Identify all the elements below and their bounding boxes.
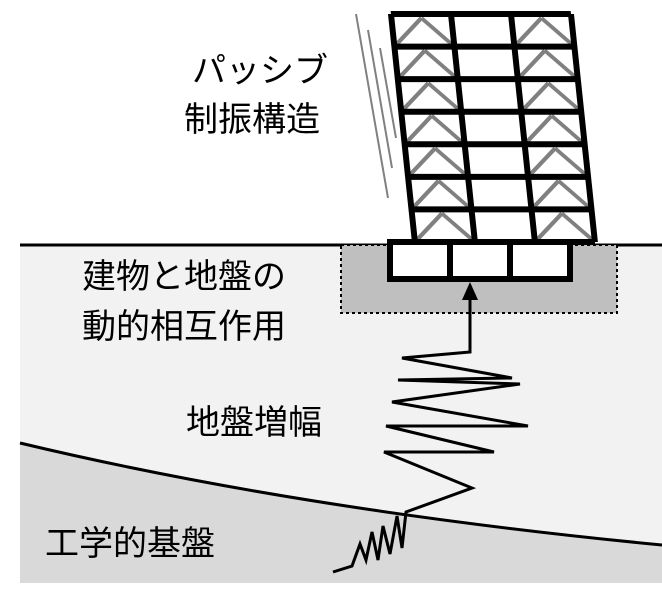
brace-right: [427, 81, 463, 114]
brace-left: [409, 179, 441, 211]
brace-left: [512, 16, 543, 49]
brace-left: [413, 211, 444, 244]
label-bedrock: 工学的基盤: [45, 524, 215, 564]
building-frame: [387, 11, 598, 245]
bedrock-boundary: [19, 441, 662, 547]
brace-left: [519, 81, 550, 114]
label-ssi-line1: 建物と地盤の: [82, 257, 286, 297]
brace-right: [420, 16, 456, 49]
motion-lines: [355, 13, 397, 199]
brace-right: [430, 114, 466, 146]
brace-right: [423, 49, 460, 81]
brace-right: [550, 114, 586, 146]
brace-right: [433, 146, 470, 179]
column: [447, 14, 478, 242]
brace-right: [553, 146, 590, 179]
label-ssi-line2: 動的相互作用: [82, 307, 286, 347]
label-passive-line1: パッシブ: [192, 51, 328, 91]
brace-left: [523, 114, 554, 146]
brace-left: [406, 146, 437, 179]
brace-right: [540, 16, 576, 49]
brace-right: [547, 81, 583, 114]
brace-right: [437, 179, 473, 211]
brace-left: [392, 16, 423, 49]
seismic-wave: [332, 290, 529, 574]
brace-right: [543, 49, 580, 81]
brace-right: [440, 211, 477, 244]
brace-left: [396, 49, 427, 81]
brace-left: [516, 49, 547, 81]
column: [567, 14, 598, 242]
building-basement: [387, 239, 573, 282]
column: [507, 14, 538, 242]
brace-right: [557, 179, 593, 211]
building-superstructure: [387, 11, 598, 245]
seismic-wave-arrowhead: [462, 282, 478, 300]
brace-left: [526, 146, 557, 179]
label-passive-line2: 制振構造: [184, 100, 320, 140]
label-amplification: 地盤増幅: [186, 403, 322, 443]
brace-left: [399, 81, 430, 114]
brace-left: [529, 179, 561, 211]
building-braces: [392, 16, 597, 244]
brace-left: [403, 114, 434, 146]
brace-right: [560, 211, 597, 244]
column: [387, 14, 418, 242]
brace-left: [533, 211, 564, 244]
